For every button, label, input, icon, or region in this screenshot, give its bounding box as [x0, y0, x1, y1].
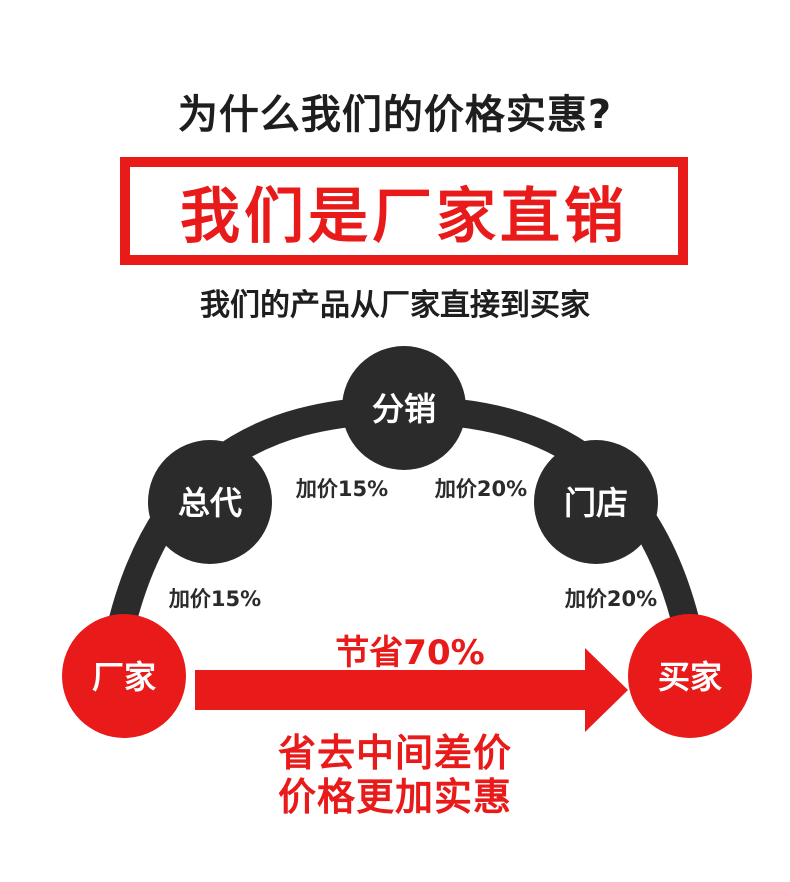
node-buyer-label: 买家 [658, 658, 722, 696]
markup-label-store-buyer: 加价20% [564, 587, 657, 611]
highlight-text: 我们是厂家直销 [180, 181, 628, 252]
node-store: 门店 [534, 440, 658, 564]
node-store-label: 门店 [564, 484, 628, 522]
markup-label-factory-agent: 加价15% [168, 587, 261, 611]
node-distributor: 分销 [342, 346, 466, 470]
highlight-banner: 我们是厂家直销 [120, 157, 688, 265]
node-agent: 总代 [148, 440, 272, 564]
node-factory-label: 厂家 [92, 658, 156, 696]
node-distributor-label: 分销 [372, 390, 436, 428]
markup-label-agent-distributor: 加价15% [295, 477, 388, 501]
node-agent-label: 总代 [178, 484, 242, 522]
savings-arrow [195, 648, 628, 732]
footer-line-1: 省去中间差价 [277, 731, 512, 775]
footer-line-2: 价格更加实惠 [277, 775, 512, 819]
node-buyer: 买家 [628, 614, 752, 738]
page-subtitle: 我们的产品从厂家直接到买家 [200, 288, 590, 323]
page-title: 为什么我们的价格实惠? [177, 92, 613, 138]
node-factory: 厂家 [62, 614, 186, 738]
savings-label: 节省70% [335, 633, 484, 673]
markup-label-distributor-store: 加价20% [434, 477, 527, 501]
